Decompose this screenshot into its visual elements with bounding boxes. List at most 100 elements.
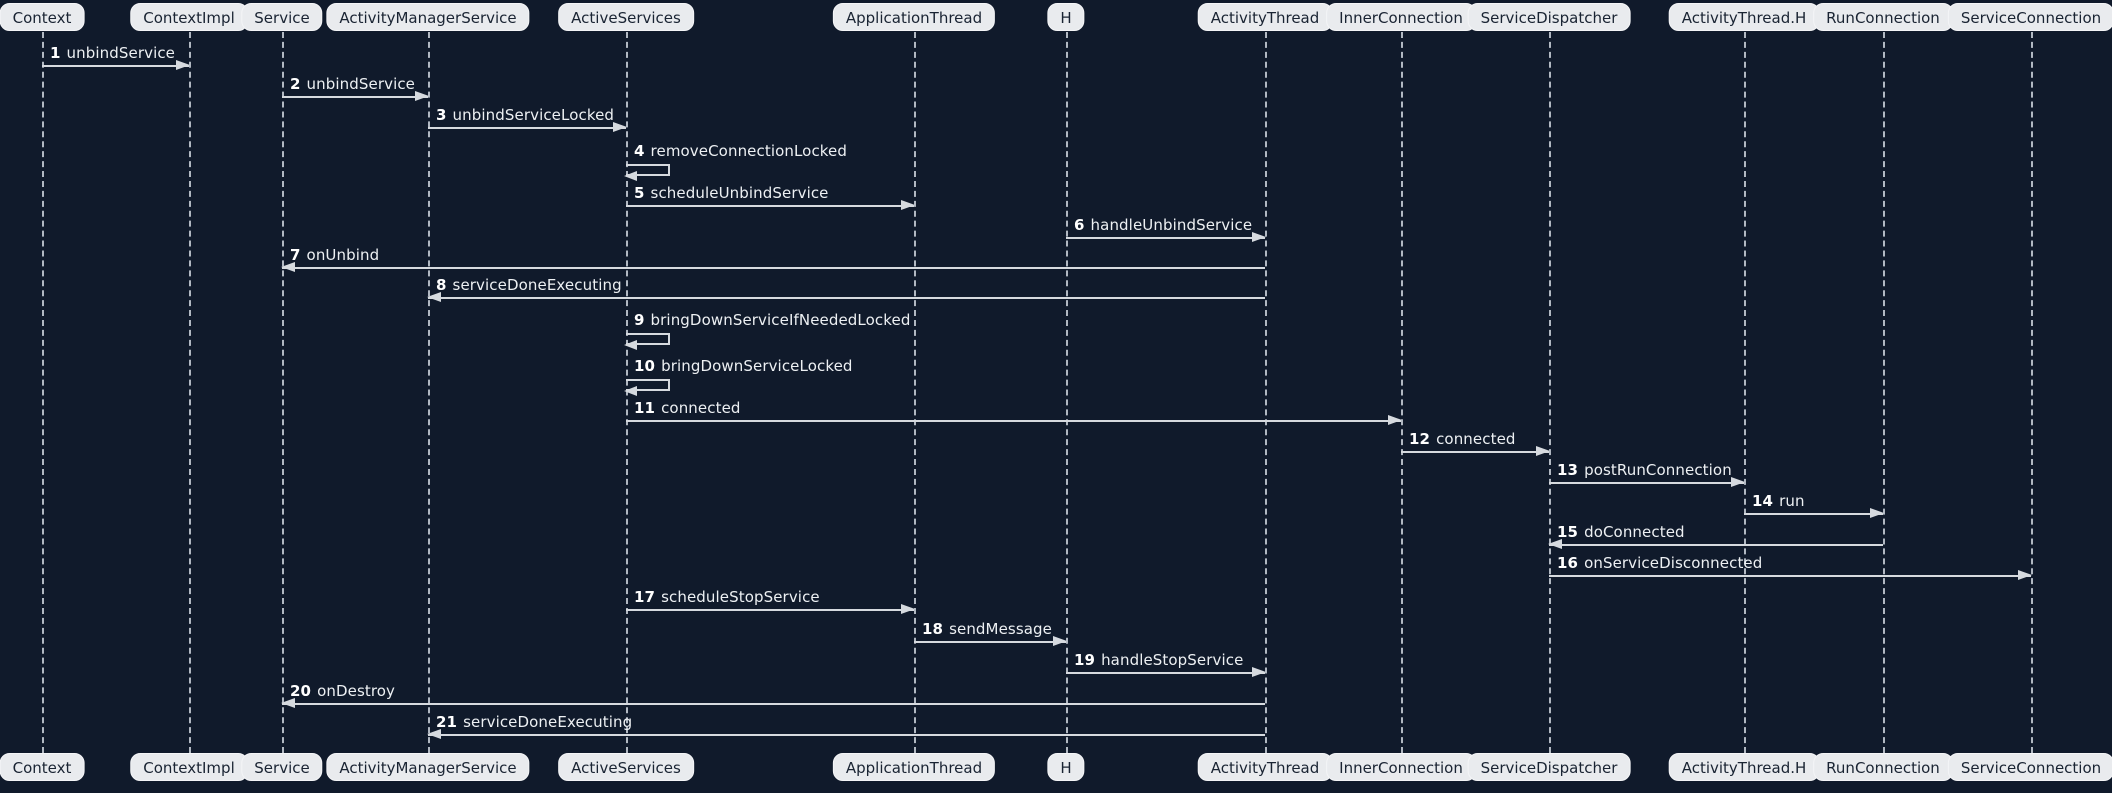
message-text: bringDownServiceIfNeededLocked: [650, 311, 911, 329]
message-label: 18 sendMessage: [922, 620, 1052, 638]
message-number: 4: [634, 142, 645, 160]
lifeline-activitythread: [1265, 32, 1267, 753]
participant-bottom-activitymanagerservice: ActivityManagerService: [326, 753, 530, 781]
lifeline-activitymanagerservice: [428, 32, 430, 753]
message-number: 2: [290, 75, 301, 93]
message-text: unbindService: [66, 44, 176, 62]
lifeline-h: [1066, 32, 1068, 753]
arrow-right-icon: [1744, 508, 1884, 518]
message-number: 12: [1409, 430, 1431, 448]
message-label: 15 doConnected: [1557, 523, 1685, 541]
message-number: 21: [436, 713, 458, 731]
lifeline-service: [282, 32, 284, 753]
participant-bottom-activitythread-h: ActivityThread.H: [1668, 753, 1820, 781]
message-label: 13 postRunConnection: [1557, 461, 1732, 479]
participant-top-activitythread-h: ActivityThread.H: [1668, 3, 1820, 31]
message-text: unbindService: [306, 75, 416, 93]
message-label: 5 scheduleUnbindService: [634, 184, 829, 202]
message-text: postRunConnection: [1584, 461, 1732, 479]
message-number: 14: [1752, 492, 1774, 510]
message-text: sendMessage: [949, 620, 1052, 638]
participant-top-h: H: [1047, 3, 1085, 31]
message-number: 15: [1557, 523, 1579, 541]
message-number: 17: [634, 588, 656, 606]
participant-bottom-service: Service: [241, 753, 323, 781]
participant-bottom-activeservices: ActiveServices: [558, 753, 694, 781]
message-label: 17 scheduleStopService: [634, 588, 820, 606]
participant-bottom-innerconnection: InnerConnection: [1326, 753, 1476, 781]
lifeline-runconnection: [1883, 32, 1885, 753]
message-label: 21 serviceDoneExecuting: [436, 713, 632, 731]
message-text: run: [1779, 492, 1805, 510]
arrow-right-icon: [1549, 570, 2032, 580]
lifeline-context: [42, 32, 44, 753]
message-text: scheduleUnbindService: [650, 184, 829, 202]
message-number: 3: [436, 106, 447, 124]
arrow-right-icon: [626, 200, 915, 210]
participant-bottom-activitythread: ActivityThread: [1197, 753, 1333, 781]
lifeline-serviceconnection: [2031, 32, 2033, 753]
participant-top-servicedispatcher: ServiceDispatcher: [1467, 3, 1631, 31]
message-label: 12 connected: [1409, 430, 1516, 448]
arrow-left-icon: [1548, 539, 1883, 549]
arrow-right-icon: [42, 60, 190, 70]
message-label: 2 unbindService: [290, 75, 415, 93]
participant-top-context: Context: [0, 3, 85, 31]
message-label: 4 removeConnectionLocked: [634, 142, 847, 160]
participant-bottom-context: Context: [0, 753, 85, 781]
arrow-left-icon: [281, 262, 1265, 272]
message-number: 7: [290, 246, 301, 264]
arrow-right-icon: [428, 122, 627, 132]
message-text: handleStopService: [1101, 651, 1244, 669]
message-number: 16: [1557, 554, 1579, 572]
message-text: removeConnectionLocked: [650, 142, 847, 160]
participant-top-innerconnection: InnerConnection: [1326, 3, 1476, 31]
lifeline-applicationthread: [914, 32, 916, 753]
arrow-right-icon: [914, 636, 1067, 646]
arrow-right-icon: [1549, 477, 1745, 487]
message-label: 14 run: [1752, 492, 1805, 510]
message-number: 9: [634, 311, 645, 329]
message-number: 5: [634, 184, 645, 202]
message-text: doConnected: [1584, 523, 1685, 541]
message-number: 1: [50, 44, 61, 62]
message-number: 8: [436, 276, 447, 294]
arrow-right-icon: [626, 415, 1402, 425]
message-number: 18: [922, 620, 944, 638]
arrow-right-icon: [282, 91, 429, 101]
participant-top-contextimpl: ContextImpl: [130, 3, 248, 31]
message-text: serviceDoneExecuting: [463, 713, 633, 731]
message-number: 19: [1074, 651, 1096, 669]
message-number: 13: [1557, 461, 1579, 479]
participant-top-serviceconnection: ServiceConnection: [1947, 3, 2112, 31]
arrow-left-icon: [281, 698, 1265, 708]
lifeline-servicedispatcher: [1549, 32, 1551, 753]
lifeline-contextimpl: [189, 32, 191, 753]
arrow-right-icon: [1066, 232, 1266, 242]
participant-bottom-h: H: [1047, 753, 1085, 781]
message-text: connected: [1436, 430, 1516, 448]
participant-top-applicationthread: ApplicationThread: [832, 3, 996, 31]
participant-top-activeservices: ActiveServices: [558, 3, 694, 31]
arrow-left-icon: [427, 729, 1265, 739]
message-label: 20 onDestroy: [290, 682, 395, 700]
arrow-right-icon: [1401, 446, 1550, 456]
message-text: handleUnbindService: [1090, 216, 1253, 234]
participant-top-activitythread: ActivityThread: [1197, 3, 1333, 31]
participant-bottom-applicationthread: ApplicationThread: [832, 753, 996, 781]
message-number: 20: [290, 682, 312, 700]
message-label: 1 unbindService: [50, 44, 175, 62]
arrow-right-icon: [1066, 667, 1266, 677]
message-4-removeConnectionLocked: 4 removeConnectionLocked: [624, 142, 847, 181]
arrow-left-icon: [427, 292, 1265, 302]
message-text: onDestroy: [317, 682, 396, 700]
arrow-right-icon: [626, 604, 915, 614]
message-text: scheduleStopService: [661, 588, 820, 606]
